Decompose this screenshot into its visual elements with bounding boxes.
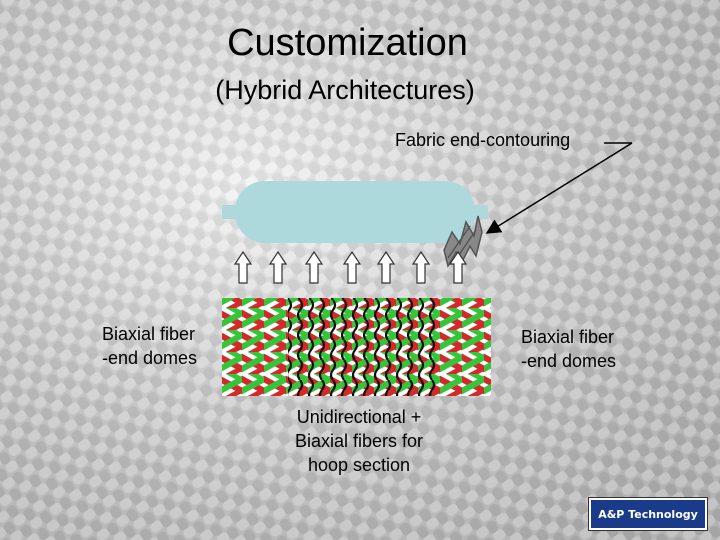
- upward-arrows: [233, 250, 468, 284]
- left-domes-label-line2: -end domes: [102, 348, 198, 368]
- page-title: Customization: [227, 22, 468, 64]
- right-domes-label-line1: Biaxial fiber: [521, 327, 615, 347]
- hoop-section-label-line2: Biaxial fibers for: [294, 431, 424, 451]
- hoop-section-label: Unidirectional + Biaxial fibers for hoop…: [279, 405, 439, 477]
- page-subtitle: (Hybrid Architectures): [215, 75, 475, 105]
- company-logo-text: A&P Technology: [591, 500, 705, 528]
- hoop-section-label-line1: Unidirectional +: [296, 407, 422, 427]
- braided-fabric-block: [222, 298, 491, 396]
- up-arrow-icon: [304, 250, 324, 284]
- left-dome-braid: [222, 298, 288, 396]
- up-arrow-icon: [268, 250, 288, 284]
- left-domes-label-line1: Biaxial fiber: [102, 324, 196, 344]
- up-arrow-icon: [448, 250, 468, 284]
- company-logo: A&P Technology: [588, 497, 708, 531]
- pointer-arrow: [485, 142, 633, 234]
- right-domes-label: Biaxial fiber -end domes: [521, 325, 616, 373]
- up-arrow-icon: [233, 250, 253, 284]
- up-arrow-icon: [342, 250, 362, 284]
- left-domes-label: Biaxial fiber -end domes: [102, 322, 197, 370]
- pressure-vessel: [222, 181, 488, 243]
- right-domes-label-line2: -end domes: [521, 351, 617, 371]
- up-arrow-icon: [376, 250, 396, 284]
- hoop-section-unidirectional: [288, 298, 436, 396]
- up-arrow-icon: [411, 250, 431, 284]
- hoop-section-label-line3: hoop section: [307, 455, 411, 475]
- fabric-end-contouring-label: Fabric end-contouring: [395, 130, 571, 150]
- right-dome-braid: [436, 298, 491, 396]
- fabric-end-contour: [443, 215, 483, 268]
